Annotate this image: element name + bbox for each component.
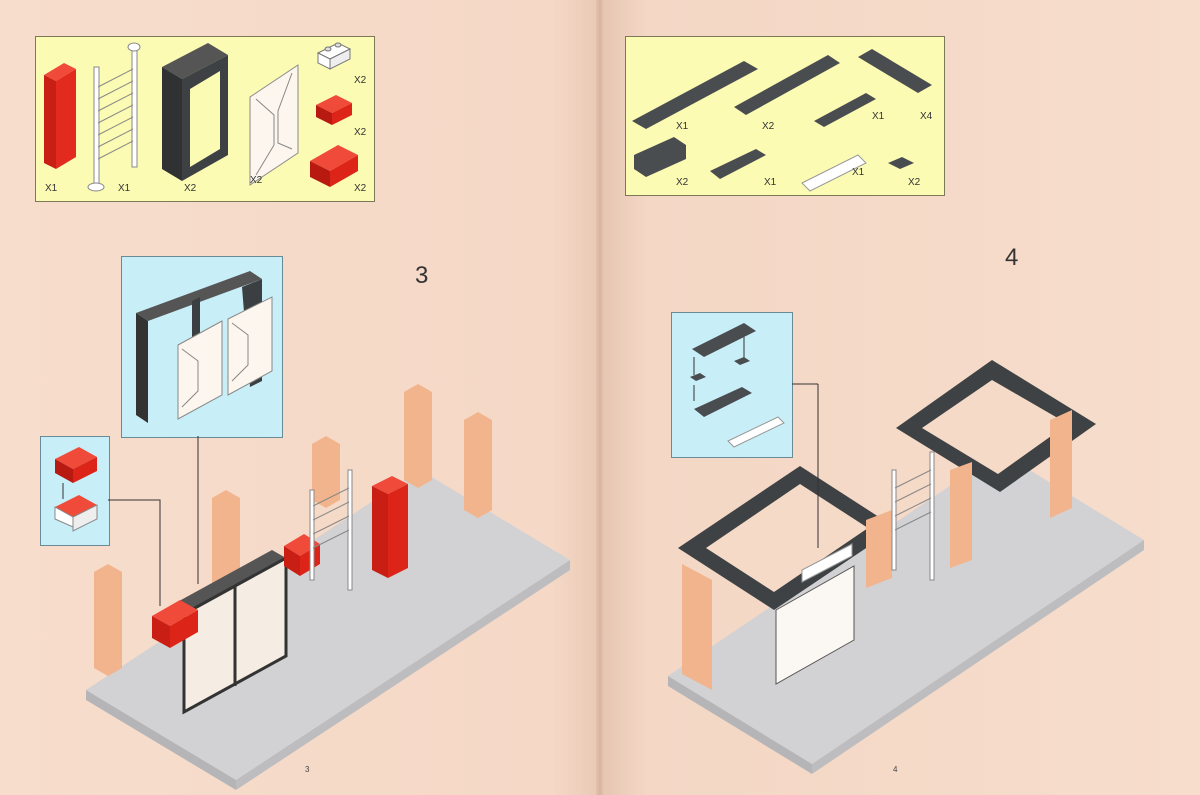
black-window-frame-icon <box>162 43 228 181</box>
red-tall-brick-placed <box>372 476 408 578</box>
window-inset-detail <box>121 256 283 438</box>
qty-label: X2 <box>354 127 367 138</box>
black-window-wall <box>170 550 288 715</box>
gray-baseplate-icon <box>668 452 1144 774</box>
qty-label: X1 <box>45 183 58 194</box>
qty-label: X1 <box>872 111 885 122</box>
red-slope-bricks <box>152 534 320 648</box>
plate-1x1-icon <box>888 157 914 169</box>
white-tile-1x6-icon <box>801 154 867 192</box>
step-number: 3 <box>415 262 429 289</box>
page-number: 4 <box>893 765 898 774</box>
peach-columns <box>94 384 492 676</box>
white-ladder-placed <box>891 451 935 581</box>
qty-label: X2 <box>762 121 775 132</box>
plate-1x6-b-icon <box>858 49 932 93</box>
page-number: 3 <box>305 765 310 774</box>
qty-label: X2 <box>250 175 263 186</box>
plate-1x8-icon <box>632 61 758 129</box>
qty-label: X2 <box>908 177 921 188</box>
front-arch <box>678 466 896 690</box>
red-slope-inset-detail <box>40 436 110 546</box>
qty-label: X2 <box>676 177 689 188</box>
gray-baseplate-icon <box>86 470 570 790</box>
roof-plate-inset-detail <box>671 312 793 458</box>
qty-label: X2 <box>354 75 367 86</box>
qty-label: X2 <box>184 183 197 194</box>
wheel-plate-icon <box>710 149 766 179</box>
build-step-4-illustration <box>668 360 1144 774</box>
red-slope-brick-icon <box>310 145 358 187</box>
parts-illustration-step-4 <box>632 49 932 192</box>
roof-plate-assembly-illustration <box>690 323 785 448</box>
callout-leader-lines <box>108 436 199 606</box>
white-ladder-placed <box>309 469 353 591</box>
brick-1x2-icon <box>634 137 686 177</box>
qty-label: X1 <box>852 167 865 178</box>
white-ladder-icon <box>87 42 141 192</box>
window-door-assembly-illustration <box>136 271 273 423</box>
book-spine <box>596 0 604 795</box>
qty-label: X1 <box>118 183 131 194</box>
white-door-panel-icon <box>249 64 299 186</box>
qty-label: X1 <box>764 177 777 188</box>
parts-list-step-4: X1 X2 X1 X4 X2 X1 X1 X2 <box>625 36 945 196</box>
red-small-brick-icon <box>316 95 352 125</box>
white-plate-stack-icon <box>316 42 352 70</box>
parts-illustration-step-3 <box>44 42 358 192</box>
plate-1x4-icon <box>814 93 876 127</box>
qty-label: X1 <box>676 121 689 132</box>
parts-list-step-3: X1 X1 X2 X2 X2 X2 X2 <box>35 36 375 202</box>
step-number: 4 <box>1005 244 1019 271</box>
red-slope-assembly-illustration <box>54 447 98 532</box>
build-step-3-illustration <box>86 384 570 790</box>
red-tall-brick-icon <box>44 63 76 169</box>
qty-label: X4 <box>920 111 933 122</box>
back-arch <box>896 360 1096 568</box>
qty-label: X2 <box>354 183 367 194</box>
plate-1x6-icon <box>734 55 840 115</box>
